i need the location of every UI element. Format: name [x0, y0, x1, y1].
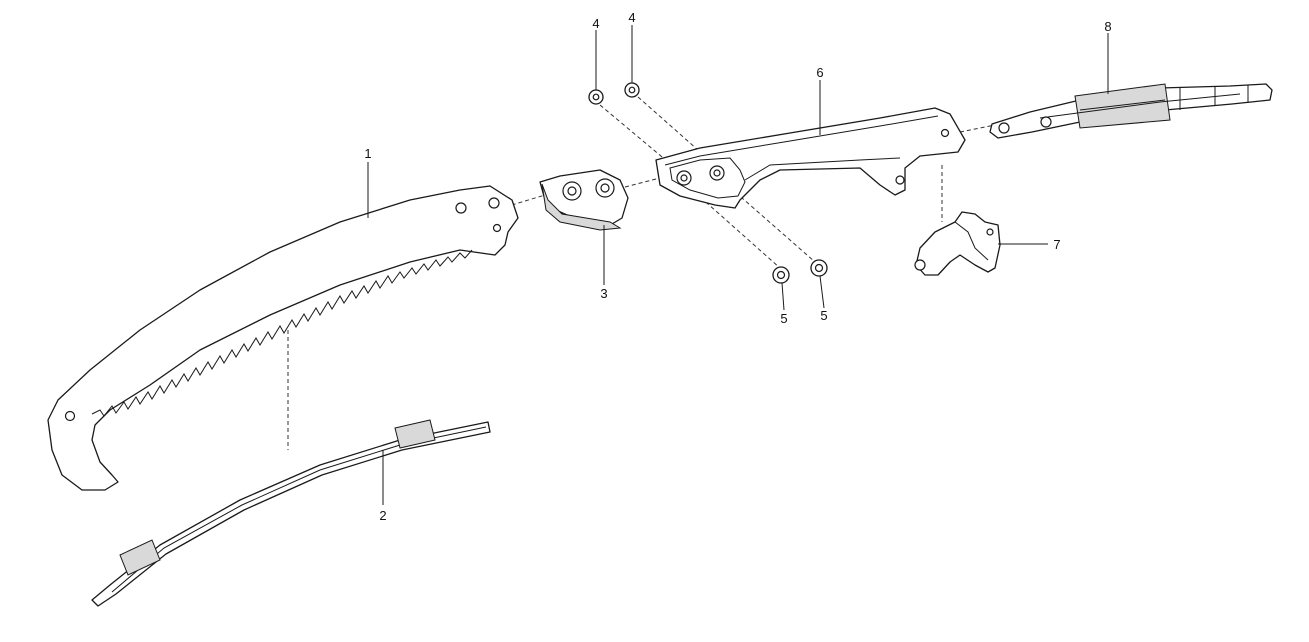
- part-6-handle-housing: [655, 107, 966, 209]
- blade-hole-tip: [64, 410, 76, 422]
- lever-inner-line: [954, 221, 989, 261]
- housing-hole-d: [940, 128, 950, 138]
- callout-2: 2: [379, 508, 386, 523]
- callout-7: 7: [1053, 237, 1060, 252]
- plate-hole-right-inner: [600, 183, 610, 193]
- dash-bolt5b: [724, 182, 816, 263]
- part-3-clamp-plate: [539, 169, 629, 231]
- callout-labels: 1 2 3 4 4 5 5 6 7 8: [364, 10, 1111, 523]
- lever-hole-a: [914, 259, 926, 271]
- leader-5a: [781, 282, 785, 311]
- housing-grip-line: [744, 157, 901, 181]
- assembly-lines: [287, 96, 996, 450]
- part-1-saw-blade: [47, 185, 519, 491]
- connector-line-2: [1079, 99, 1166, 111]
- saw-teeth: [91, 249, 473, 417]
- callout-4a: 4: [592, 16, 599, 31]
- blade-hole-c: [492, 223, 502, 233]
- plate-rim: [541, 183, 622, 231]
- part-8-pole-connector: [989, 83, 1273, 139]
- plate-hole-left-inner: [567, 186, 577, 196]
- housing-hole-c: [895, 175, 905, 185]
- part-4-nut-a: [588, 89, 604, 105]
- housing-inner-contour: [669, 157, 746, 199]
- lever-hole-b: [986, 228, 994, 236]
- part-7-trigger-lever: [914, 211, 1001, 276]
- housing-hole-b-inner: [713, 169, 721, 177]
- housing-edge-line: [664, 115, 939, 166]
- connector-hole-a: [998, 122, 1010, 134]
- connector-hole-b: [1040, 116, 1052, 128]
- part-5-bolt-a: [772, 266, 790, 284]
- part-4-nut-b: [624, 82, 640, 98]
- callout-6: 6: [816, 65, 823, 80]
- callout-8: 8: [1104, 19, 1111, 34]
- dash-plate-to-housing: [624, 177, 661, 188]
- leader-5b: [819, 275, 825, 309]
- leader-lines: [367, 25, 1109, 505]
- callout-5b: 5: [820, 308, 827, 323]
- callout-1: 1: [364, 146, 371, 161]
- connector-line-1: [1039, 93, 1241, 119]
- callout-5a: 5: [780, 311, 787, 326]
- dash-bolt5a: [689, 187, 781, 269]
- sheath-inner-line: [111, 426, 487, 593]
- part-2-sheath: [91, 419, 491, 607]
- callout-4b: 4: [628, 10, 635, 25]
- blade-hole-b: [488, 197, 500, 209]
- callout-3: 3: [600, 286, 607, 301]
- connector-sleeve: [1074, 83, 1171, 129]
- blade-hole-a: [455, 202, 467, 214]
- housing-hole-a-inner: [680, 174, 688, 182]
- dash-housing-to-connector: [959, 124, 996, 133]
- sheath-clip-upper: [394, 419, 436, 449]
- sheath-clip-lower: [119, 539, 161, 576]
- part-5-bolt-b: [810, 259, 828, 277]
